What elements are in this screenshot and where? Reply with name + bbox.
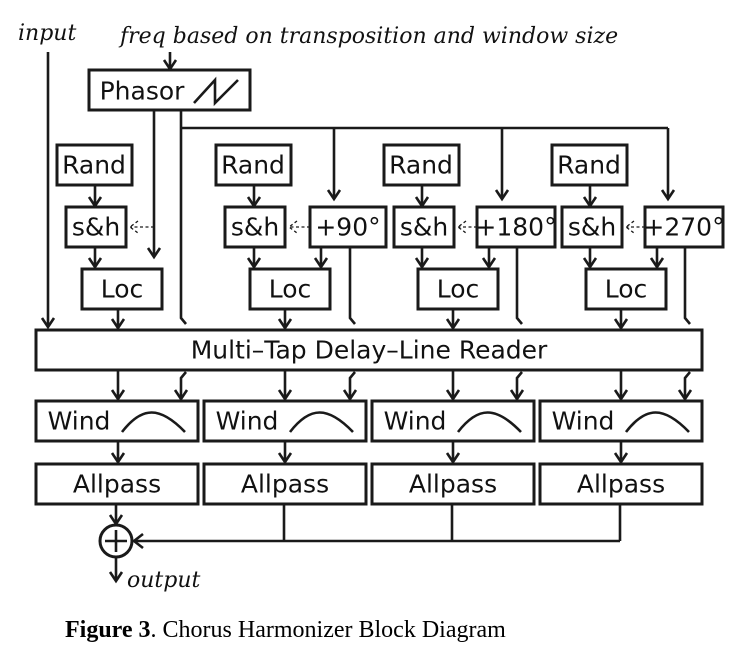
- phasor-label: Phasor: [100, 77, 186, 106]
- hann-window-icon: [456, 411, 522, 433]
- loc-label: Loc: [101, 275, 144, 304]
- window-blocks: Wind Wind Wind Wind: [34, 399, 704, 443]
- figure-caption: Figure 3. Chorus Harmonizer Block Diagra…: [65, 617, 506, 643]
- phase-label: +90°: [315, 213, 380, 242]
- rand-label: Rand: [389, 151, 453, 180]
- allpass-blocks: Allpass Allpass Allpass Allpass: [34, 462, 704, 506]
- hann-window-icon: [120, 411, 186, 433]
- rand-label: Rand: [221, 151, 285, 180]
- loc-label: Loc: [437, 275, 480, 304]
- sh-block: [392, 205, 456, 249]
- rand-label: Rand: [557, 151, 621, 180]
- phase-label: +180°: [475, 213, 556, 242]
- hold-trigger-dashed: [128, 220, 154, 234]
- voice-2: Rand s&h +90° Loc: [214, 143, 388, 331]
- wind-label: Wind: [48, 407, 111, 436]
- rand-block: [214, 143, 293, 187]
- allpass-label: Allpass: [241, 470, 329, 499]
- voice-3: Rand s&h +180° Loc: [382, 143, 557, 331]
- rand-block: [55, 143, 134, 187]
- delay-to-window-wires: [110, 370, 693, 402]
- freq-label: freq based on transposition and window s…: [118, 24, 618, 49]
- window-to-allpass-wires: [110, 441, 629, 465]
- allpass-block-2: [202, 462, 368, 506]
- summing-network: [98, 504, 622, 584]
- input-arrowhead: [40, 317, 56, 330]
- phase-offset-block: [308, 205, 388, 249]
- hold-trigger-dashed: [287, 220, 310, 234]
- voice-1: Rand s&h Loc: [55, 143, 164, 331]
- phasor-block: Phasor: [87, 68, 252, 112]
- wind-label: Wind: [216, 407, 279, 436]
- loc-label: Loc: [605, 275, 648, 304]
- loc-block: [584, 267, 668, 311]
- figure-number: Figure 3: [65, 617, 151, 643]
- output-label: output: [127, 568, 201, 593]
- allpass-block-3: [370, 462, 536, 506]
- sh-block: [223, 205, 287, 249]
- allpass-label: Allpass: [73, 470, 161, 499]
- delay-line-reader-block: Multi–Tap Delay–Line Reader: [34, 328, 704, 372]
- rand-label: Rand: [62, 151, 126, 180]
- sh-block: [64, 205, 128, 249]
- voice-4: Rand s&h +270° Loc: [550, 143, 725, 331]
- sh-label: s&h: [72, 213, 120, 242]
- loc-block: [80, 267, 164, 311]
- wind-label: Wind: [384, 407, 447, 436]
- loc-label: Loc: [269, 275, 312, 304]
- input-label: input: [18, 21, 76, 46]
- phasor-window-wire: [179, 110, 187, 325]
- hann-window-icon: [624, 411, 690, 433]
- hold-trigger-dashed: [456, 220, 477, 234]
- loc-block: [416, 267, 500, 311]
- wind-label: Wind: [552, 407, 615, 436]
- hold-trigger-dashed: [624, 220, 645, 234]
- sh-label: s&h: [231, 213, 279, 242]
- allpass-block-1: [34, 462, 200, 506]
- phase-label: +270°: [643, 213, 724, 242]
- sh-label: s&h: [568, 213, 616, 242]
- sh-block: [560, 205, 624, 249]
- allpass-label: Allpass: [577, 470, 665, 499]
- sh-label: s&h: [400, 213, 448, 242]
- figure-title: . Chorus Harmonizer Block Diagram: [151, 617, 507, 643]
- delay-line-reader-label: Multi–Tap Delay–Line Reader: [191, 336, 548, 365]
- allpass-label: Allpass: [409, 470, 497, 499]
- phase-offset-block: [643, 205, 725, 249]
- wind-block-2: [202, 399, 368, 443]
- loc-block: [248, 267, 332, 311]
- sawtooth-icon: [193, 76, 239, 107]
- hann-window-icon: [288, 411, 354, 433]
